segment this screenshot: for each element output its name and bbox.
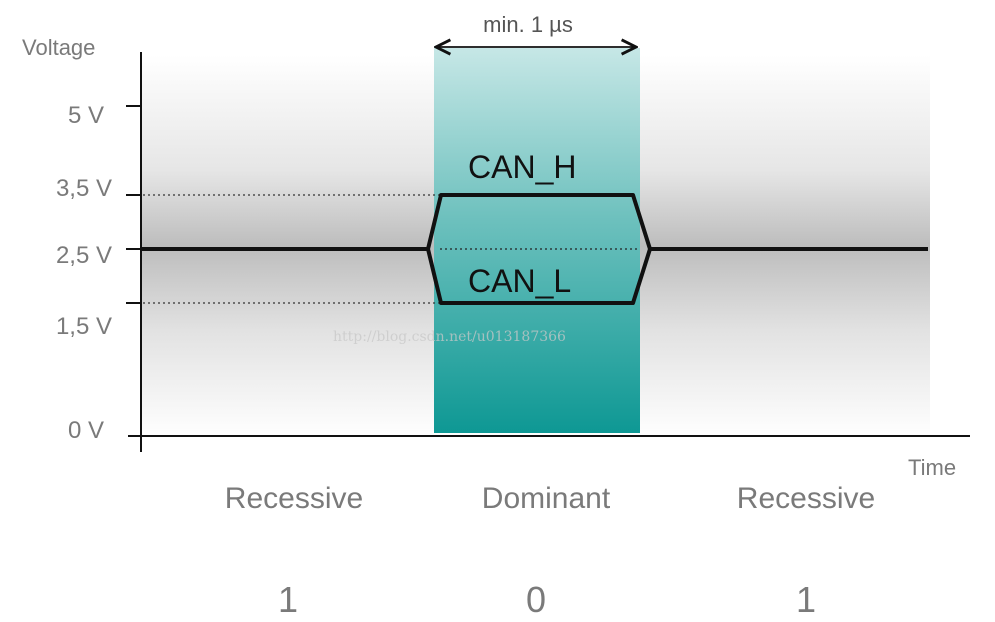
can-l-trace [426,248,652,305]
state-dominant: Dominant [482,482,611,515]
tick-label-3-5v: 3,5 V [56,175,112,202]
tick-label-2-5v: 2,5 V [56,242,112,269]
bit-value-left: 1 [278,579,298,620]
can-l-label: CAN_L [468,263,571,299]
state-recessive-left: Recessive [225,482,363,515]
state-recessive-right: Recessive [737,482,875,515]
can-h-label: CAN_H [468,149,576,185]
dominant-region [434,48,640,433]
duration-label: min. 1 µs [483,12,573,37]
y-axis-title: Voltage [22,35,95,60]
x-axis-title: Time [908,455,956,480]
can-h-trace [426,193,652,250]
watermark-text: http://blog.csdn.net/u013187366 [333,329,566,345]
tick-label-0v: 0 V [68,417,104,444]
tick-label-5v: 5 V [68,102,104,129]
bit-value-right: 1 [796,579,816,620]
bit-value-middle: 0 [526,579,546,620]
tick-label-1-5v: 1,5 V [56,313,112,340]
